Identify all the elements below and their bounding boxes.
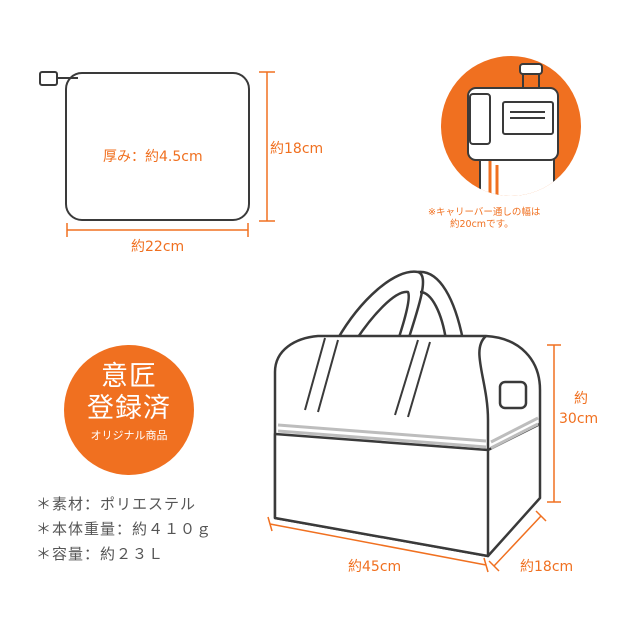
badge-line2: 登録済 (87, 393, 171, 424)
bag-width-label: 約45cm (348, 559, 402, 575)
bag-depth-label: 約18cm (520, 559, 574, 575)
carrier-note-line2: 約20cmです。 (450, 219, 514, 230)
pouch-width-label: 約22cm (131, 239, 185, 255)
pouch-height-label: 約18cm (270, 141, 324, 157)
badge-line3: オリジナル商品 (90, 429, 168, 442)
spec-list: ＊素材：ポリエステル ＊本体重量：約４１０ｇ ＊容量：約２３Ｌ (36, 492, 212, 567)
spec-weight: ＊本体重量：約４１０ｇ (36, 520, 213, 538)
design-registered-badge: 意匠 登録済 オリジナル商品 (64, 345, 194, 475)
spec-capacity: ＊容量：約２３Ｌ (36, 545, 165, 563)
bag-stripes (277, 416, 539, 450)
bag-height-label-line1: 約 (574, 391, 588, 407)
badge-line1: 意匠 (101, 361, 157, 392)
carrier-bar-note: ※キャリーバー通しの幅は 約20cmです。 (428, 207, 596, 231)
folded-pouch-illustration (39, 71, 250, 221)
pouch-dimension-lines (66, 71, 275, 237)
carrier-note-line1: ※キャリーバー通しの幅は (428, 207, 541, 218)
bag-height-label-line2: 30cm (559, 411, 599, 427)
pouch-thickness-label: 厚み：約4.5cm (103, 149, 203, 165)
bag-dimension-lines (267, 344, 561, 573)
bag-illustration (273, 270, 542, 558)
spec-material: ＊素材：ポリエステル (36, 495, 197, 513)
carrier-illustration (441, 56, 581, 196)
zipper-pull-icon (39, 71, 58, 86)
